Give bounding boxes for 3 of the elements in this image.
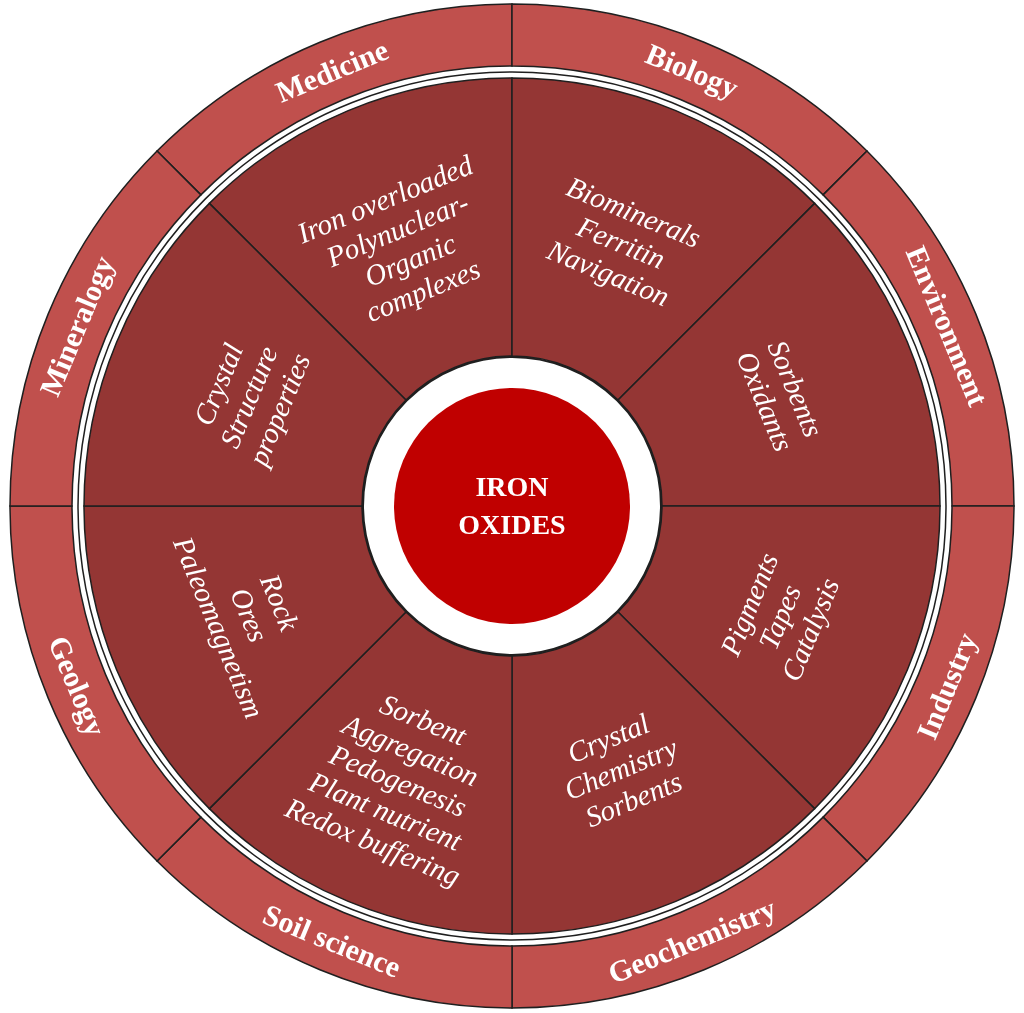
center-title: IRON OXIDES — [457, 470, 567, 542]
category-label: Soil science — [257, 897, 406, 985]
category-label: Geology — [41, 631, 113, 742]
